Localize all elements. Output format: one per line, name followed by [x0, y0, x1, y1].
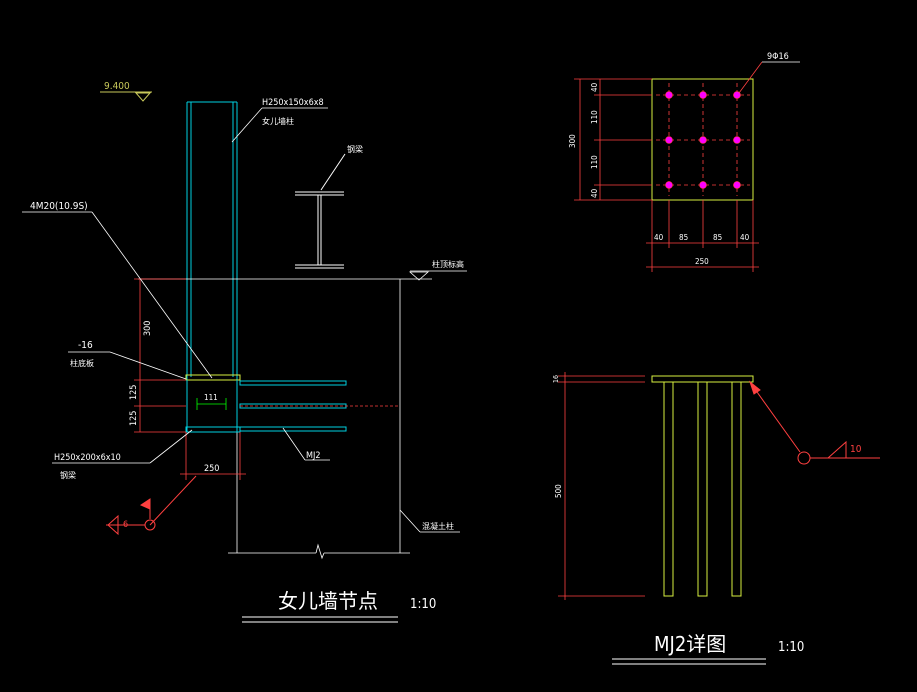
beam-name-label: 钢梁 — [60, 470, 76, 480]
bar-spec-label: 9Φ16 — [767, 52, 789, 62]
plan-h-dim-3: 85 — [713, 233, 722, 242]
weld-symbol-10 — [748, 380, 880, 465]
elevation-marker: 9.400 — [100, 81, 152, 102]
plan-horizontal-dims — [646, 200, 759, 272]
left-title-block: 女儿墙节点 1:10 — [242, 589, 436, 623]
weld-size-right: 10 — [850, 444, 862, 455]
concrete-column — [228, 279, 460, 560]
base-plate — [185, 374, 241, 433]
mj2-plate-outline — [651, 78, 754, 201]
bar-dot — [665, 181, 673, 189]
plan-total-v-label: 300 — [568, 134, 577, 148]
plan-v-dim-1: 40 — [590, 82, 599, 92]
steel-beam-section — [295, 153, 346, 269]
dim-111-label: 111 — [204, 393, 218, 402]
right-title-block: MJ2详图 1:10 — [612, 632, 804, 665]
column-spec-label: H250x150x6x8 — [262, 98, 324, 108]
base-plate-callout: -16 柱底板 — [68, 340, 187, 380]
plan-h-dim-1: 40 — [654, 233, 664, 242]
bar-dot — [733, 181, 741, 189]
mj2-callout: MJ2 — [282, 427, 330, 461]
mj2-plan-view: 9Φ16 300 40 110 110 40 40 85 85 — [568, 52, 800, 272]
plate-thk-label: -16 — [78, 340, 93, 351]
bar-dot — [699, 181, 707, 189]
plan-h-dim-2: 85 — [679, 233, 688, 242]
right-scale: 1:10 — [778, 640, 804, 655]
plan-v-dim-4: 40 — [590, 188, 599, 198]
weld-size-left: 6 — [123, 520, 128, 530]
column-top-level: 柱顶标高 — [138, 259, 467, 281]
left-vertical-dims — [134, 278, 186, 433]
column-callout: H250x150x6x8 女儿墙柱 — [231, 98, 328, 143]
dim-250 — [180, 432, 246, 480]
mj2-elev-bars — [663, 381, 742, 597]
bar-dot — [733, 91, 741, 99]
bar-dot — [733, 136, 741, 144]
dim-250-label: 250 — [204, 464, 219, 474]
elevation-label: 9.400 — [104, 81, 130, 92]
mj2-label: MJ2 — [306, 451, 321, 461]
plan-vertical-dims — [574, 78, 652, 201]
column-name-label: 女儿墙柱 — [262, 116, 294, 126]
bar-dot — [665, 91, 673, 99]
left-title: 女儿墙节点 — [278, 589, 378, 613]
mj2-elevation-view: 16 500 10 MJ2详图 1:10 — [552, 372, 880, 665]
anchor-bar-dots — [665, 91, 741, 189]
dim-125b-label: 125 — [129, 411, 139, 426]
dim-111: 111 — [196, 393, 227, 410]
bar-dot — [699, 91, 707, 99]
beam-spec-label: H250x200x6x10 — [54, 453, 121, 463]
left-scale: 1:10 — [410, 597, 436, 612]
dim-125a-label: 125 — [129, 385, 139, 400]
bolt-spec-label: 4M20(10.9S) — [30, 201, 88, 212]
parapet-column — [186, 101, 238, 432]
elev-plate-thk-label: 16 — [552, 375, 560, 383]
elev-bar-len-label: 500 — [554, 484, 563, 498]
plate-name-label: 柱底板 — [70, 358, 94, 368]
concrete-column-label: 混凝土柱 — [422, 521, 454, 531]
beam-callout: H250x200x6x10 钢梁 — [52, 429, 193, 480]
column-top-level-label: 柱顶标高 — [432, 259, 464, 269]
weld-symbol-6 — [106, 475, 197, 536]
plan-total-h-label: 250 — [695, 257, 709, 266]
bar-spec-callout: 9Φ16 — [738, 52, 800, 94]
plan-h-dim-4: 40 — [740, 233, 750, 242]
right-title: MJ2详图 — [654, 632, 726, 656]
bolt-callout: 4M20(10.9S) — [22, 201, 213, 379]
beam-section-label: 钢梁 — [347, 144, 363, 154]
bar-dot — [699, 136, 707, 144]
elev-dims — [558, 372, 645, 600]
plan-v-dim-3: 110 — [590, 155, 599, 169]
bar-dot — [665, 136, 673, 144]
dim-300-label: 300 — [143, 321, 153, 336]
plan-v-dim-2: 110 — [590, 110, 599, 124]
parapet-node-view: 9.400 H250x150x6x8 女儿墙柱 钢梁 — [22, 81, 467, 623]
